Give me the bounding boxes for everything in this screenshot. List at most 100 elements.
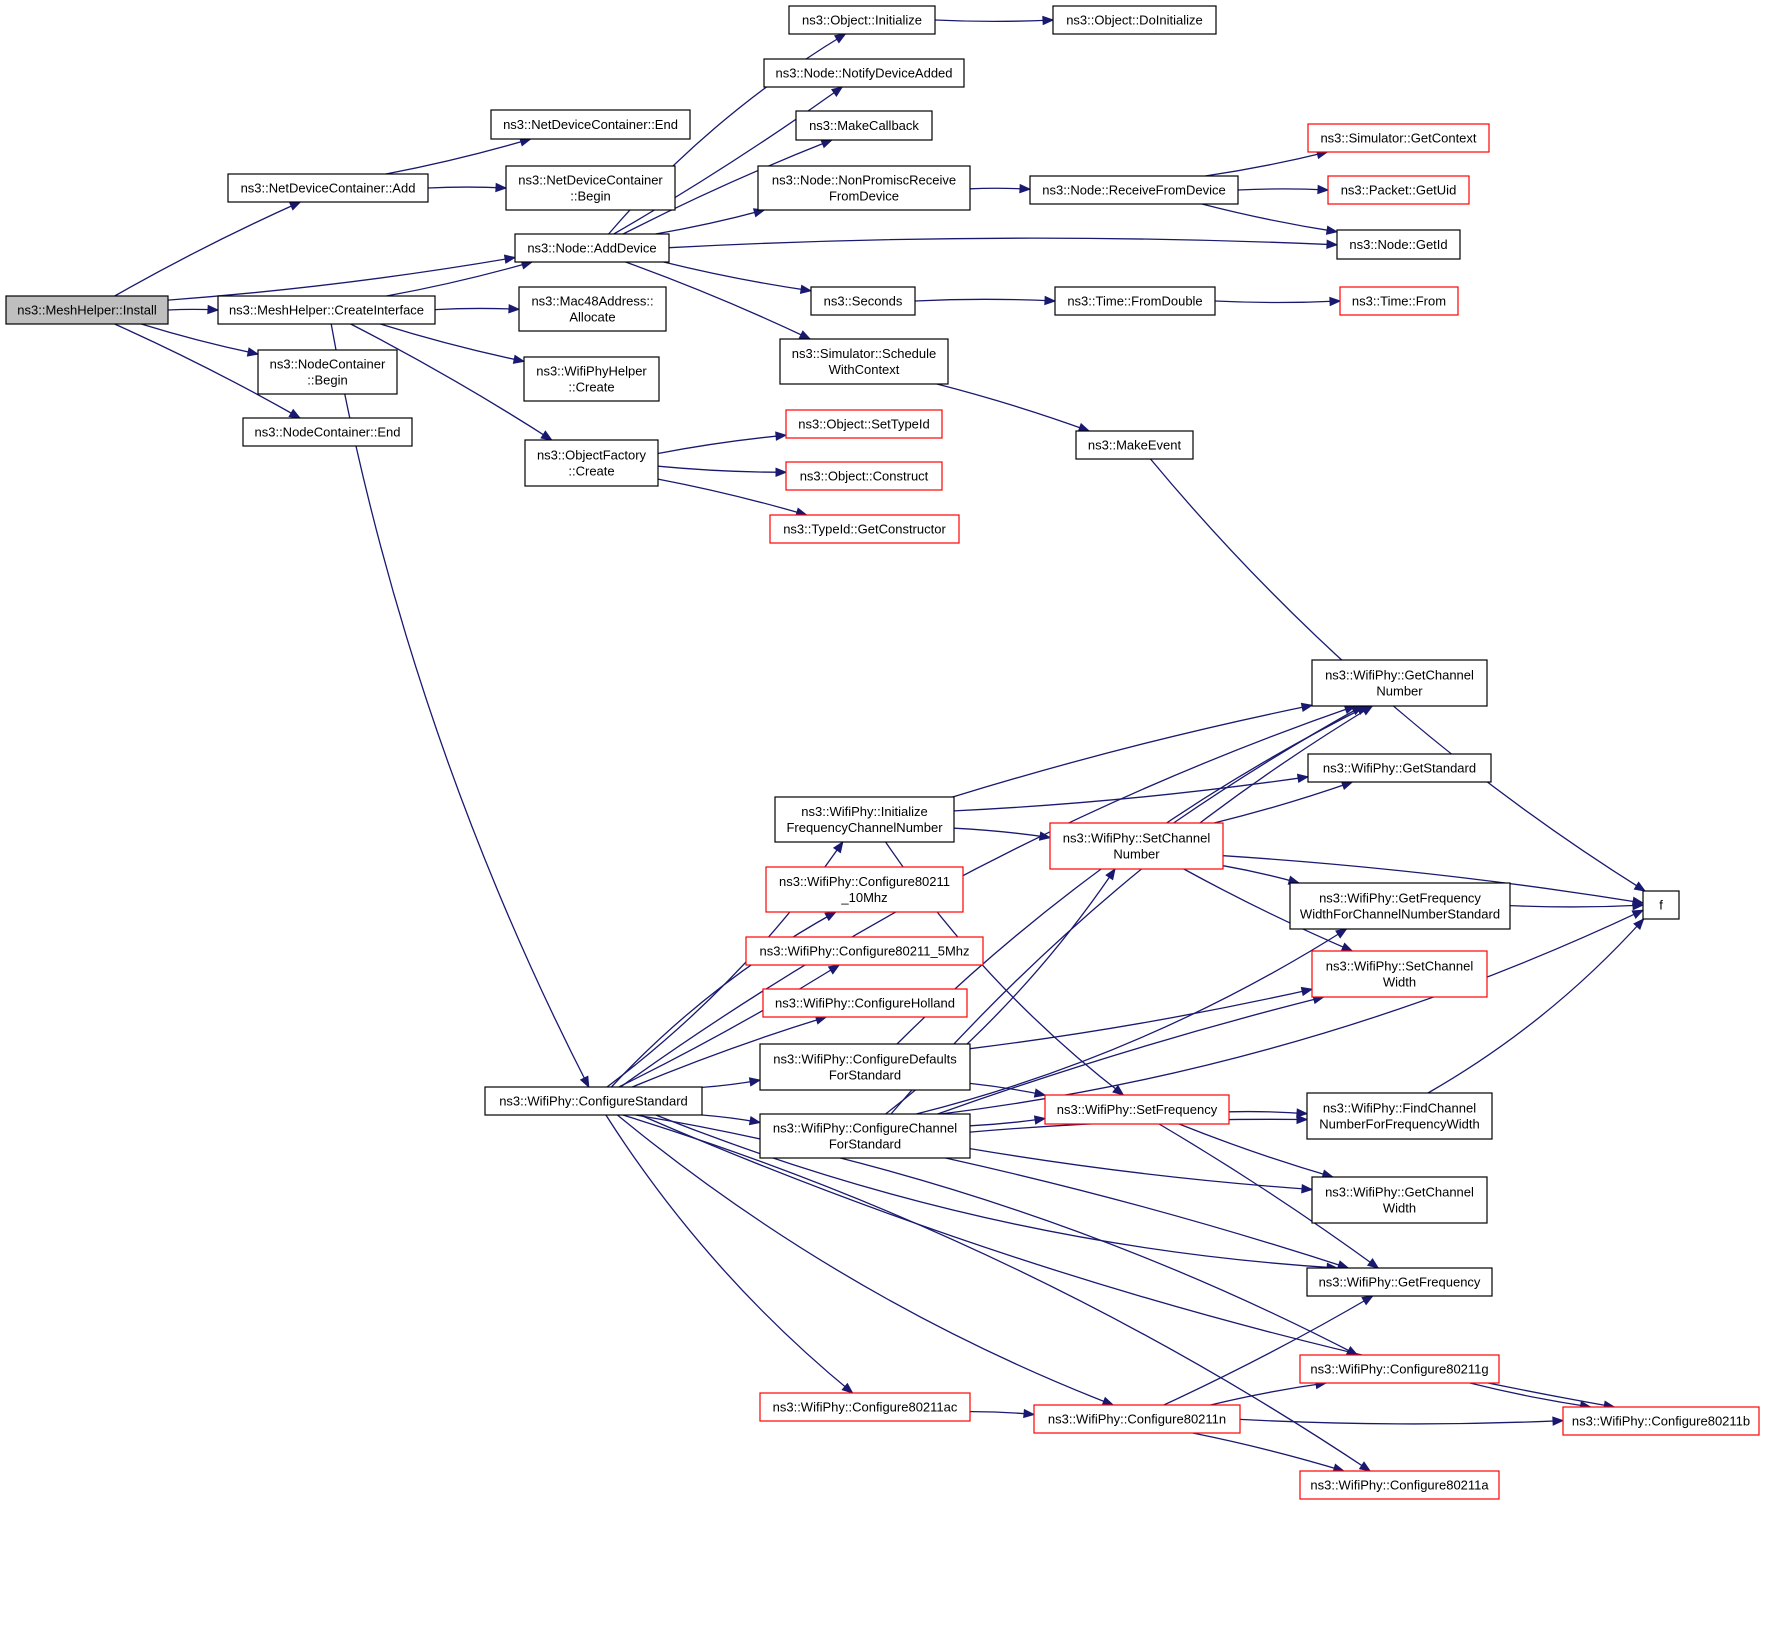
node-conf-channel[interactable]: ns3::WifiPhy::ConfigureChannelForStandar… bbox=[759, 1113, 971, 1159]
node-notifydeviceadded[interactable]: ns3::Node::NotifyDeviceAdded bbox=[763, 58, 965, 88]
node-obj-init[interactable]: ns3::Object::Initialize bbox=[788, 5, 936, 35]
node-packet-getuid[interactable]: ns3::Packet::GetUid bbox=[1327, 175, 1470, 205]
edge-line bbox=[434, 307, 520, 311]
edge-line bbox=[114, 201, 301, 297]
node-configurestandard[interactable]: ns3::WifiPhy::ConfigureStandard bbox=[484, 1086, 703, 1116]
node-conf-a[interactable]: ns3::WifiPhy::Configure80211a bbox=[1299, 1470, 1500, 1500]
node-typeid-getconstructor[interactable]: ns3::TypeId::GetConstructor bbox=[769, 514, 960, 544]
node-ndc-begin[interactable]: ns3::NetDeviceContainer::Begin bbox=[505, 165, 676, 211]
node-nc-begin[interactable]: ns3::NodeContainer::Begin bbox=[257, 349, 398, 395]
node-time-fromdouble[interactable]: ns3::Time::FromDouble bbox=[1054, 286, 1216, 316]
node-mac48-allocate[interactable]: ns3::Mac48Address::Allocate bbox=[518, 286, 667, 332]
node-ndc-add[interactable]: ns3::NetDeviceContainer::Add bbox=[227, 173, 429, 203]
node-install[interactable]: ns3::MeshHelper::Install bbox=[5, 295, 169, 325]
edge-arrowhead bbox=[748, 1077, 762, 1087]
node-getfreqwidth[interactable]: ns3::WifiPhy::GetFrequencyWidthForChanne… bbox=[1289, 882, 1511, 930]
node-objectfactory-create[interactable]: ns3::ObjectFactory::Create bbox=[524, 439, 659, 487]
node-obj-doinit[interactable]: ns3::Object::DoInitialize bbox=[1052, 5, 1217, 35]
node-makecallback[interactable]: ns3::MakeCallback bbox=[795, 110, 933, 141]
node-makeevent[interactable]: ns3::MakeEvent bbox=[1075, 430, 1194, 460]
node-box bbox=[757, 165, 971, 211]
edge-arrowhead bbox=[1632, 900, 1645, 911]
edge-line bbox=[427, 186, 507, 189]
node-f[interactable]: f bbox=[1642, 890, 1680, 920]
node-getfrequency[interactable]: ns3::WifiPhy::GetFrequency bbox=[1306, 1267, 1493, 1297]
edge-line bbox=[952, 704, 1313, 798]
node-createinterface[interactable]: ns3::MeshHelper::CreateInterface bbox=[217, 295, 436, 325]
edge-line bbox=[657, 465, 787, 473]
edge-line bbox=[385, 138, 531, 175]
edge-createinterface-to-wifiphyhelper-create bbox=[380, 323, 526, 364]
edge-line bbox=[663, 261, 812, 292]
edge-arrowhead bbox=[799, 284, 813, 294]
node-initfreqchannel[interactable]: ns3::WifiPhy::InitializeFrequencyChannel… bbox=[774, 796, 955, 843]
edge-line bbox=[655, 209, 765, 235]
edge-install-to-node-adddevice bbox=[167, 254, 517, 301]
node-sim-getcontext[interactable]: ns3::Simulator::GetContext bbox=[1307, 123, 1490, 153]
node-node-getid[interactable]: ns3::Node::GetId bbox=[1336, 229, 1461, 260]
edge-arrowhead bbox=[1033, 1088, 1047, 1098]
edge-line bbox=[1158, 1123, 1379, 1269]
node-time-from[interactable]: ns3::Time::From bbox=[1339, 286, 1459, 316]
edge-arrowhead bbox=[288, 408, 302, 419]
node-box bbox=[745, 936, 984, 966]
node-conf-n[interactable]: ns3::WifiPhy::Configure80211n bbox=[1033, 1404, 1241, 1434]
node-box bbox=[1306, 1267, 1493, 1297]
node-label: ns3::Time::FromDouble bbox=[1067, 294, 1202, 309]
node-obj-settypeid[interactable]: ns3::Object::SetTypeId bbox=[785, 409, 943, 439]
node-box bbox=[785, 461, 943, 491]
edge-arrowhead bbox=[1633, 881, 1647, 892]
node-setfrequency[interactable]: ns3::WifiPhy::SetFrequency bbox=[1044, 1094, 1230, 1125]
edge-line bbox=[1213, 781, 1353, 824]
edge-line bbox=[1509, 904, 1644, 908]
edge-line bbox=[655, 1114, 1338, 1269]
edge-arrowhead bbox=[832, 840, 844, 854]
node-receivefromdevice[interactable]: ns3::Node::ReceiveFromDevice bbox=[1029, 175, 1239, 205]
edge-line bbox=[668, 237, 1338, 249]
node-box bbox=[1033, 1404, 1241, 1434]
node-findchannel[interactable]: ns3::WifiPhy::FindChannelNumberForFreque… bbox=[1306, 1092, 1493, 1140]
node-conf-b[interactable]: ns3::WifiPhy::Configure80211b bbox=[1562, 1406, 1760, 1436]
node-label: NumberForFrequencyWidth bbox=[1319, 1117, 1479, 1132]
node-label: ns3::Object::SetTypeId bbox=[798, 417, 930, 432]
node-conf-ac[interactable]: ns3::WifiPhy::Configure80211ac bbox=[759, 1392, 971, 1422]
node-box bbox=[524, 439, 659, 487]
node-box bbox=[1311, 950, 1488, 998]
edge-line bbox=[969, 988, 1313, 1050]
node-conf-holland[interactable]: ns3::WifiPhy::ConfigureHolland bbox=[762, 988, 968, 1018]
edge-arrowhead bbox=[495, 182, 508, 193]
edge-arrowhead bbox=[540, 430, 553, 441]
node-conf-5mhz[interactable]: ns3::WifiPhy::Configure80211_5Mhz bbox=[745, 936, 984, 966]
edge-arrowhead bbox=[1317, 184, 1330, 195]
node-wifiphyhelper-create[interactable]: ns3::WifiPhyHelper::Create bbox=[523, 356, 660, 402]
node-obj-construct[interactable]: ns3::Object::Construct bbox=[785, 461, 943, 491]
node-node-adddevice[interactable]: ns3::Node::AddDevice bbox=[514, 233, 670, 263]
edge-arrowhead bbox=[1326, 239, 1339, 250]
edge-line bbox=[613, 86, 843, 235]
edge-line bbox=[1205, 151, 1328, 177]
node-box bbox=[490, 109, 691, 140]
node-label: ns3::WifiPhy::SetFrequency bbox=[1057, 1102, 1218, 1117]
edge-line bbox=[936, 383, 1090, 432]
node-conf-defaults[interactable]: ns3::WifiPhy::ConfigureDefaultsForStanda… bbox=[759, 1043, 971, 1091]
edge-line bbox=[1239, 1418, 1564, 1425]
node-box bbox=[523, 356, 660, 402]
edge-findchannel-to-f bbox=[1427, 917, 1645, 1094]
node-getstandard[interactable]: ns3::WifiPhy::GetStandard bbox=[1307, 753, 1492, 783]
node-conf-10mhz[interactable]: ns3::WifiPhy::Configure80211_10Mhz bbox=[765, 866, 964, 913]
edge-arrowhead bbox=[1301, 1184, 1314, 1194]
node-seconds[interactable]: ns3::Seconds bbox=[810, 286, 916, 316]
node-conf-g[interactable]: ns3::WifiPhy::Configure80211g bbox=[1299, 1354, 1500, 1384]
edge-arrowhead bbox=[1340, 780, 1354, 790]
node-label: ns3::MakeCallback bbox=[809, 118, 919, 133]
node-nc-end[interactable]: ns3::NodeContainer::End bbox=[242, 417, 413, 447]
node-label: ns3::MeshHelper::Install bbox=[17, 303, 157, 318]
node-label: ns3::WifiPhy::GetChannel bbox=[1325, 1185, 1474, 1200]
node-ndc-end[interactable]: ns3::NetDeviceContainer::End bbox=[490, 109, 691, 140]
